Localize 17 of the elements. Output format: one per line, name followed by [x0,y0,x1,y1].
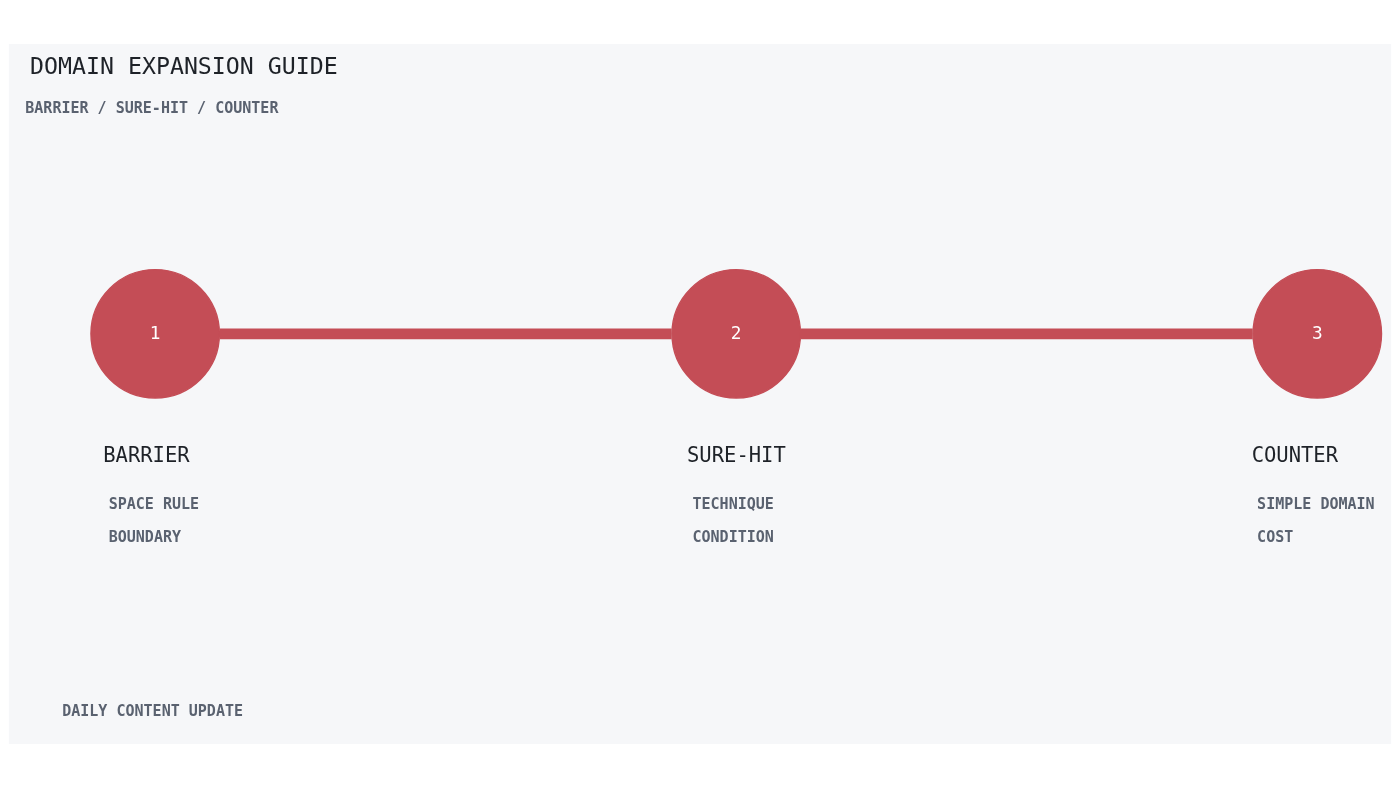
node-label: SIMPLE DOMAIN [1257,495,1375,514]
node-label: BARRIER [103,442,190,467]
node-label: SPACE RULE [108,495,200,514]
label: BARRIER / SURE-HIT / COUNTER [25,99,279,118]
label: DAILY CONTENT UPDATE [62,702,244,721]
connector [219,328,672,340]
node-label: CONDITION [692,528,774,547]
node-label: COST [1257,528,1294,547]
diagram-title: DOMAIN EXPANSION GUIDE [30,51,338,79]
node-circle: 2 [671,268,802,399]
node-label: COUNTER [1251,442,1339,467]
node-circle: 3 [1252,268,1383,399]
node-label: BOUNDARY [108,528,182,547]
node-label: SURE-HIT [687,442,786,467]
connector [800,328,1253,340]
node-label: TECHNIQUE [692,495,774,514]
node-circle: 1 [90,268,221,399]
